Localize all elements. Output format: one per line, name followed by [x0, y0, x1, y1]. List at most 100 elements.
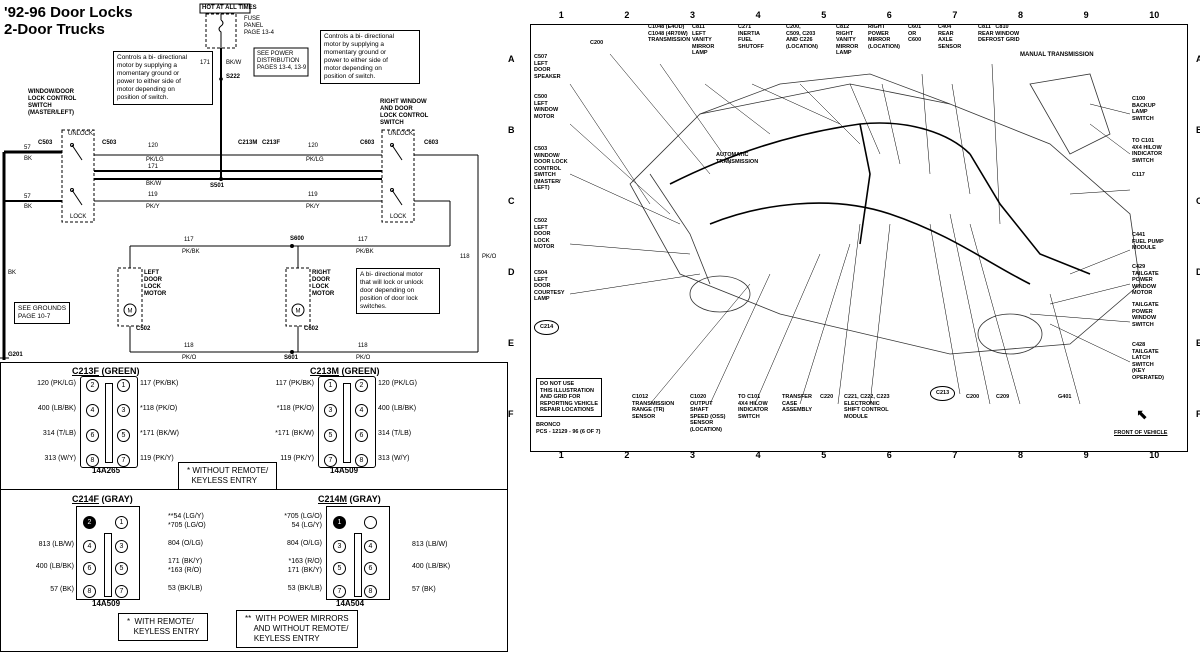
- c213f-body: [80, 376, 138, 468]
- c213m-pin: 5: [324, 429, 337, 442]
- leader-line: [849, 83, 881, 155]
- c213m-wire-left: *118 (PK/O): [276, 405, 314, 412]
- front-wheel: [689, 275, 751, 313]
- left-motor-label: LEFT DOOR LOCK MOTOR: [144, 270, 167, 297]
- c214m-empty-cavity: [364, 516, 377, 529]
- vehicle-outline: [569, 53, 1141, 405]
- c213f-wire-left: 313 (W/Y): [44, 455, 76, 462]
- w119-color-r: PK/Y: [306, 204, 320, 210]
- c213f-wire-right: *118 (PK/O): [140, 405, 178, 412]
- title-line-2: 2-Door Trucks: [4, 21, 105, 38]
- c214m-wire-left: 171 (BK/Y): [287, 567, 322, 574]
- c214f-wire-right: 804 (O/LG): [168, 540, 204, 547]
- c214f-pin: 6: [83, 562, 96, 575]
- c213f-wire-right: 119 (PK/Y): [140, 455, 174, 462]
- top-callout: C1048 (E4OD) C1048 (4R70W) TRANSMISSION: [648, 24, 691, 43]
- leader-line: [1049, 323, 1131, 363]
- c214m-wire-right: 57 (BK): [412, 586, 436, 593]
- leader-line: [1089, 123, 1131, 155]
- c502-label: C502: [136, 326, 151, 332]
- right-lock: LOCK: [390, 214, 407, 220]
- s601-label: S601: [284, 355, 299, 361]
- w57-num-bot: 57: [24, 194, 31, 200]
- grid-column-label: 8: [1018, 450, 1024, 460]
- c213m-wire-left: 117 (PK/BK): [275, 380, 314, 387]
- c213m-pin: 6: [355, 429, 368, 442]
- right-callout: C117: [1132, 172, 1145, 178]
- c213m-body: [318, 376, 376, 468]
- leader-line: [1069, 189, 1131, 195]
- c214f-pin: 7: [115, 585, 128, 598]
- leader-line: [1029, 313, 1131, 323]
- w117-num: 117: [184, 237, 194, 243]
- leader-line: [799, 83, 861, 145]
- c213f-pin: 8: [86, 454, 99, 467]
- grid-column-label: 9: [1083, 450, 1089, 460]
- s222-label: S222: [226, 74, 241, 80]
- leader-line: [1049, 283, 1131, 305]
- grid-column-label: 4: [755, 10, 761, 20]
- grid-row-label: A: [508, 53, 515, 64]
- c213m-pin: 2: [355, 379, 368, 392]
- w117-num-r: 117: [358, 237, 368, 243]
- s600-splice: [290, 244, 294, 248]
- leader-line: [751, 83, 841, 125]
- bottom-callout: C1012 TRANSMISSION RANGE (TR) SENSOR: [632, 394, 675, 420]
- bottom-callout: C200: [966, 394, 980, 400]
- c213f-wire-right: 117 (PK/BK): [140, 380, 179, 387]
- right-switch-note: Controls a bi- directional motor by supp…: [320, 30, 420, 84]
- top-callout: C601 OR C600: [908, 24, 922, 43]
- grid-column-label: 3: [690, 10, 696, 20]
- s501-splice: [219, 177, 223, 181]
- c213f-wire-left: 314 (T/LB): [42, 430, 76, 437]
- right-switch-contacts: [390, 143, 403, 206]
- automatic-transmission-label: AUTOMATIC TRANSMISSION: [716, 152, 759, 165]
- grid-column-label: 4: [755, 450, 761, 460]
- grid-row-label: F: [1196, 408, 1200, 419]
- top-callout: C812 RIGHT VANITY MIRROR LAMP: [836, 24, 859, 56]
- leader-lines: [569, 53, 1131, 405]
- hot-box-label: HOT AT ALL TIMES: [202, 5, 257, 11]
- c213m-latch: [343, 383, 351, 463]
- grid-column-label: 6: [886, 10, 892, 20]
- c214m-wire-left: 804 (O/LG): [286, 540, 322, 547]
- c213f-wire-right: *171 (BK/W): [140, 430, 179, 437]
- leader-line: [569, 123, 671, 215]
- c213m-wire-right: 120 (PK/LG): [378, 380, 417, 387]
- c213m-wire-right: 314 (T/LB): [378, 430, 412, 437]
- c214f-wire-right-top: *705 (LG/O): [168, 522, 206, 529]
- grid-column-label: 5: [821, 450, 827, 460]
- c214f-latch: [104, 533, 112, 597]
- bronco-label: BRONCO PCS - 12129 - 96 (6 OF 7): [536, 422, 601, 435]
- roof-line: [699, 73, 951, 115]
- left-callout: C502 LEFT DOOR LOCK MOTOR: [534, 218, 555, 250]
- c214m-part: 14A504: [336, 599, 365, 608]
- leader-line: [921, 73, 931, 175]
- leader-line: [869, 223, 891, 405]
- w57-vertical-color: BK: [8, 270, 17, 276]
- grid-column-label: 5: [821, 10, 827, 20]
- c213f-pin: 7: [117, 454, 130, 467]
- wiring-schematic: M M: [0, 3, 479, 360]
- w171-feed-color: BK/W: [226, 60, 242, 66]
- right-motor-m: M: [296, 309, 301, 315]
- hot-box: [199, 3, 251, 14]
- c213f-pin: 1: [117, 379, 130, 392]
- leader-line: [969, 223, 1021, 405]
- do-not-use-note: DO NOT USE THIS ILLUSTRATION AND GRID FO…: [536, 378, 603, 417]
- right-callout: TAILGATE POWER WINDOW SWITCH: [1132, 302, 1159, 328]
- leader-line: [569, 273, 701, 295]
- c213m-pin: 1: [324, 379, 337, 392]
- c214f-wire-right: *163 (R/O): [168, 567, 202, 574]
- right-callout: TO C101 4X4 HILOW INDICATOR SWITCH: [1132, 138, 1163, 164]
- power-ref-label: SEE POWER DISTRIBUTION PAGES 13-4, 13-9: [257, 51, 307, 71]
- right-callout: C441 FUEL PUMP MODULE: [1132, 232, 1164, 251]
- w171-color: BK/W: [146, 181, 162, 187]
- right-switch-label: RIGHT WINDOW AND DOOR LOCK CONTROL SWITC…: [380, 99, 429, 126]
- w118-num-r: 118: [358, 343, 368, 349]
- left-switch-note: Controls a bi- directional motor by supp…: [113, 51, 213, 105]
- c214f-wire-right: 53 (BK/LB): [168, 585, 203, 592]
- transmission-outline: [1029, 73, 1111, 155]
- c214f-wire-left: 57 (BK): [50, 586, 74, 593]
- without-remote-note: * WITHOUT REMOTE/ KEYLESS ENTRY: [178, 462, 278, 490]
